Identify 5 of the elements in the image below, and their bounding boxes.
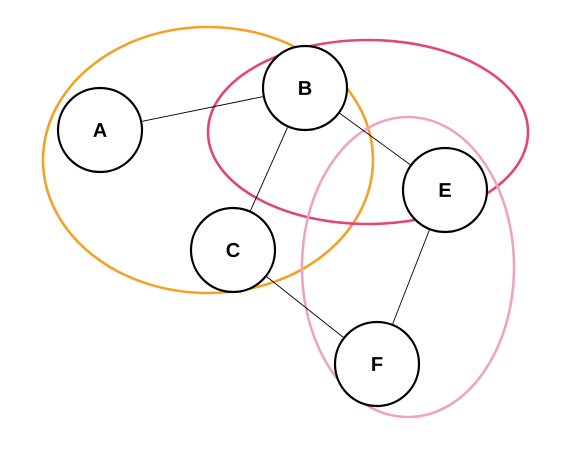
edge-line bbox=[266, 276, 344, 338]
edge-line bbox=[392, 230, 430, 324]
edge-line bbox=[339, 112, 411, 166]
edge-line bbox=[142, 96, 264, 122]
edge-line bbox=[250, 126, 288, 212]
